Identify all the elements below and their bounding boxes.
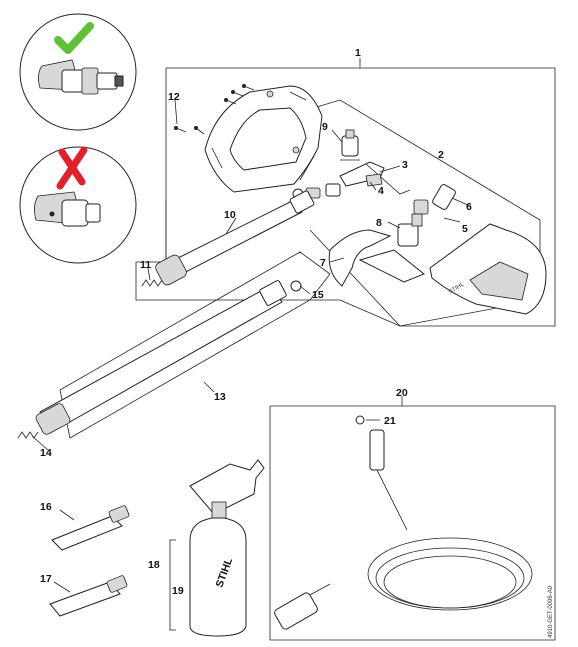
callout-11: 11	[140, 259, 151, 271]
leader-lines	[31, 99, 471, 593]
handle-frame	[204, 85, 323, 193]
document-code: 4910-GET-0096-A0	[548, 585, 554, 638]
callout-18: 18	[148, 559, 160, 571]
callout-9: 9	[322, 121, 328, 133]
callout-17: 17	[40, 573, 52, 585]
callout-21: 21	[384, 415, 396, 427]
callout-5: 5	[462, 223, 468, 235]
correct-connection-inset	[19, 13, 137, 131]
callout-8: 8	[376, 217, 382, 229]
callout-12: 12	[168, 91, 180, 103]
screws	[174, 84, 255, 135]
cross-icon	[56, 146, 88, 190]
hose-frame-20	[269, 396, 556, 641]
lance-part-13-frame	[59, 251, 331, 439]
callout-2: 2	[438, 149, 444, 161]
callout-16: 16	[40, 501, 52, 513]
callout-13: 13	[214, 391, 226, 403]
callout-20: 20	[396, 387, 408, 399]
spring-part-14	[17, 431, 39, 439]
trigger-part-7	[328, 229, 425, 287]
callout-4: 4	[378, 185, 384, 197]
lance-part-10	[155, 190, 315, 286]
foam-bracket	[169, 539, 176, 631]
callouts: 1 2 3 4 5 6 7 8 9 10 11 12 13 14 15 16 1…	[40, 47, 472, 597]
spring-part-11	[141, 279, 163, 287]
assembly-1-frame	[135, 58, 556, 327]
callout-7: 7	[320, 257, 326, 269]
connector-part-6	[413, 184, 456, 215]
callout-10: 10	[224, 209, 236, 221]
callout-3: 3	[402, 159, 408, 171]
check-icon	[54, 22, 94, 54]
valve-part-8	[397, 213, 423, 247]
callout-6: 6	[466, 201, 472, 213]
callout-15: 15	[312, 289, 324, 301]
hose-part-20	[274, 429, 533, 630]
valve-part-9	[340, 129, 360, 161]
callout-14: 14	[40, 447, 52, 459]
pin-part-4	[365, 173, 383, 187]
nozzle-part-16	[51, 505, 130, 551]
lance-part-13	[35, 280, 302, 435]
foam-bottle-part-19: STIHL	[189, 517, 247, 637]
callout-1: 1	[355, 47, 361, 59]
callout-19: 19	[172, 585, 184, 597]
gun-housing: STIHL	[429, 223, 547, 315]
nozzle-part-17	[49, 575, 128, 617]
foam-nozzle-part-18	[189, 459, 265, 521]
incorrect-connection-inset	[19, 146, 137, 264]
o-ring-part-21	[355, 415, 365, 425]
